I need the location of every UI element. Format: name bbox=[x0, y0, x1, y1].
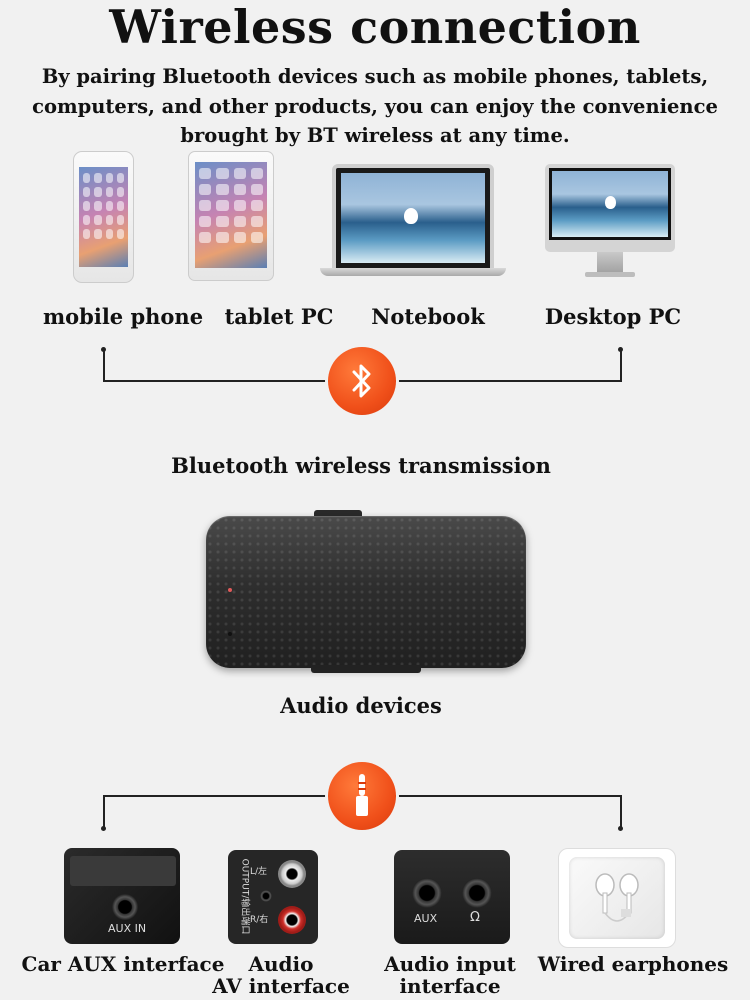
headphone-icon: Ω bbox=[470, 910, 480, 925]
earphones-icon bbox=[558, 848, 676, 948]
microphone-hole bbox=[228, 632, 232, 636]
source-label-tablet-pc: tablet PC bbox=[224, 304, 334, 329]
aux-input-port-icon: AUX Ω bbox=[394, 850, 510, 944]
source-label-mobile-phone: mobile phone bbox=[42, 304, 204, 329]
source-label-desktop-pc: Desktop PC bbox=[544, 304, 682, 329]
rca-port-icon: OUTPUT/输出端口 L/左 R/右 bbox=[228, 850, 318, 944]
bluetooth-receiver-image bbox=[206, 510, 526, 673]
audio-jack-icon bbox=[328, 762, 396, 830]
connector-line bbox=[620, 795, 622, 828]
apple-logo-icon bbox=[404, 208, 418, 224]
car-aux-port-icon: AUX IN bbox=[64, 848, 180, 944]
output-label-audio-input-line2: interface bbox=[399, 974, 501, 998]
output-label-audio-input-line1: Audio input bbox=[384, 952, 516, 976]
output-label-car-aux: Car AUX interface bbox=[21, 952, 225, 976]
bluetooth-caption: Bluetooth wireless transmission bbox=[171, 453, 551, 478]
connector-line bbox=[103, 349, 105, 381]
output-label-audio-av-line1: Audio bbox=[248, 952, 314, 976]
page-subtitle: By pairing Bluetooth devices such as mob… bbox=[32, 65, 718, 147]
status-led bbox=[228, 588, 232, 592]
laptop-icon bbox=[320, 164, 506, 279]
apple-logo-icon bbox=[605, 196, 616, 209]
connector-dot bbox=[101, 826, 106, 831]
desktop-icon bbox=[545, 164, 675, 280]
connector-line bbox=[103, 795, 105, 828]
output-label-wired-earphones: Wired earphones bbox=[537, 952, 729, 976]
audio-devices-caption: Audio devices bbox=[280, 693, 442, 718]
source-label-notebook: Notebook bbox=[371, 304, 485, 329]
bluetooth-icon bbox=[328, 347, 396, 415]
page-title: Wireless connection bbox=[109, 0, 641, 54]
connector-line bbox=[620, 349, 622, 381]
smartphone-icon bbox=[73, 151, 134, 283]
output-label-audio-av-line2: AV interface bbox=[212, 974, 350, 998]
connector-dot bbox=[618, 826, 623, 831]
tablet-icon bbox=[188, 151, 274, 281]
